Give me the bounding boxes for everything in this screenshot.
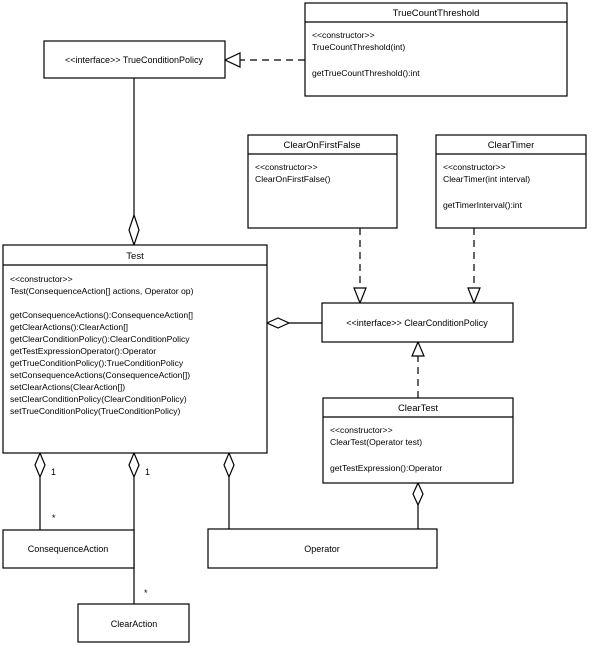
class-member: <<constructor>> <box>330 425 393 435</box>
class-member: getClearConditionPolicy():ClearCondition… <box>10 334 190 344</box>
class-member: setTrueConditionPolicy(TrueConditionPoli… <box>10 406 180 416</box>
class-member: Test(ConsequenceAction[] actions, Operat… <box>10 286 194 296</box>
realization-arrowhead <box>353 287 367 305</box>
class-operator: Operator <box>207 528 438 569</box>
class-member: ClearTest(Operator test) <box>330 437 422 447</box>
class-member: setClearActions(ClearAction[]) <box>10 382 125 392</box>
class-truecountthreshold: TrueCountThreshold <<constructor>> TrueC… <box>304 2 568 97</box>
realization-arrowhead <box>223 52 241 68</box>
class-member: getTimerInterval():int <box>443 200 523 210</box>
class-name: ClearTimer <box>488 140 535 151</box>
class-name: ClearTest <box>398 403 438 414</box>
class-test: Test <<constructor>> Test(ConsequenceAct… <box>2 244 268 454</box>
interface-clearconditionpolicy: <<interface>> ClearConditionPolicy <box>321 302 514 343</box>
class-label: Operator <box>304 544 340 554</box>
class-member: <<constructor>> <box>255 162 318 172</box>
class-clearonfirstfalse: ClearOnFirstFalse <<constructor>> ClearO… <box>247 134 398 229</box>
multiplicity-label: 1 <box>51 467 56 477</box>
aggregation-diamond <box>412 481 424 507</box>
class-member: getTestExpressionOperator():Operator <box>10 346 156 356</box>
class-name: ClearOnFirstFalse <box>283 140 360 151</box>
aggregation-diamond <box>128 451 140 479</box>
class-consequenceaction: ConsequenceAction <box>2 529 135 569</box>
class-cleartest: ClearTest <<constructor>> ClearTest(Oper… <box>322 397 514 484</box>
class-label: ClearAction <box>111 619 158 629</box>
class-member: <<constructor>> <box>10 274 73 284</box>
class-member: getTrueCountThreshold():int <box>312 68 420 78</box>
class-label: ConsequenceAction <box>28 544 109 554</box>
class-member: ClearTimer(int interval) <box>443 174 530 184</box>
multiplicity-label: * <box>52 513 56 523</box>
aggregation-diamond <box>265 317 291 329</box>
realization-arrowhead <box>411 340 425 357</box>
class-member: getClearActions():ClearAction[] <box>10 322 128 332</box>
realization-arrowhead <box>467 287 481 305</box>
class-member: ClearOnFirstFalse() <box>255 174 331 184</box>
class-member: getConsequenceActions():ConsequenceActio… <box>10 310 193 320</box>
class-member: setClearConditionPolicy(ClearConditionPo… <box>10 394 187 404</box>
interface-label: <<interface>> ClearConditionPolicy <box>346 318 488 328</box>
class-name: TrueCountThreshold <box>393 8 480 19</box>
interface-label: <<interface>> TrueConditionPolicy <box>65 55 204 65</box>
multiplicity-label: 1 <box>145 467 150 477</box>
class-member: <<constructor>> <box>312 30 375 40</box>
aggregation-diamond <box>34 451 46 479</box>
class-clearaction: ClearAction <box>77 603 190 643</box>
aggregation-diamond <box>223 451 235 479</box>
class-name: Test <box>126 251 144 262</box>
aggregation-diamond <box>128 213 140 247</box>
class-cleartimer: ClearTimer <<constructor>> ClearTimer(in… <box>435 134 587 229</box>
class-member: getTrueConditionPolicy():TrueConditionPo… <box>10 358 184 368</box>
multiplicity-label: * <box>144 588 148 598</box>
interface-trueconditionpolicy: <<interface>> TrueConditionPolicy <box>43 40 226 79</box>
class-member: <<constructor>> <box>443 162 506 172</box>
class-member: TrueCountThreshold(int) <box>312 42 405 52</box>
class-member: getTestExpression():Operator <box>330 463 442 473</box>
class-member: setConsequenceActions(ConsequenceAction[… <box>10 370 190 380</box>
